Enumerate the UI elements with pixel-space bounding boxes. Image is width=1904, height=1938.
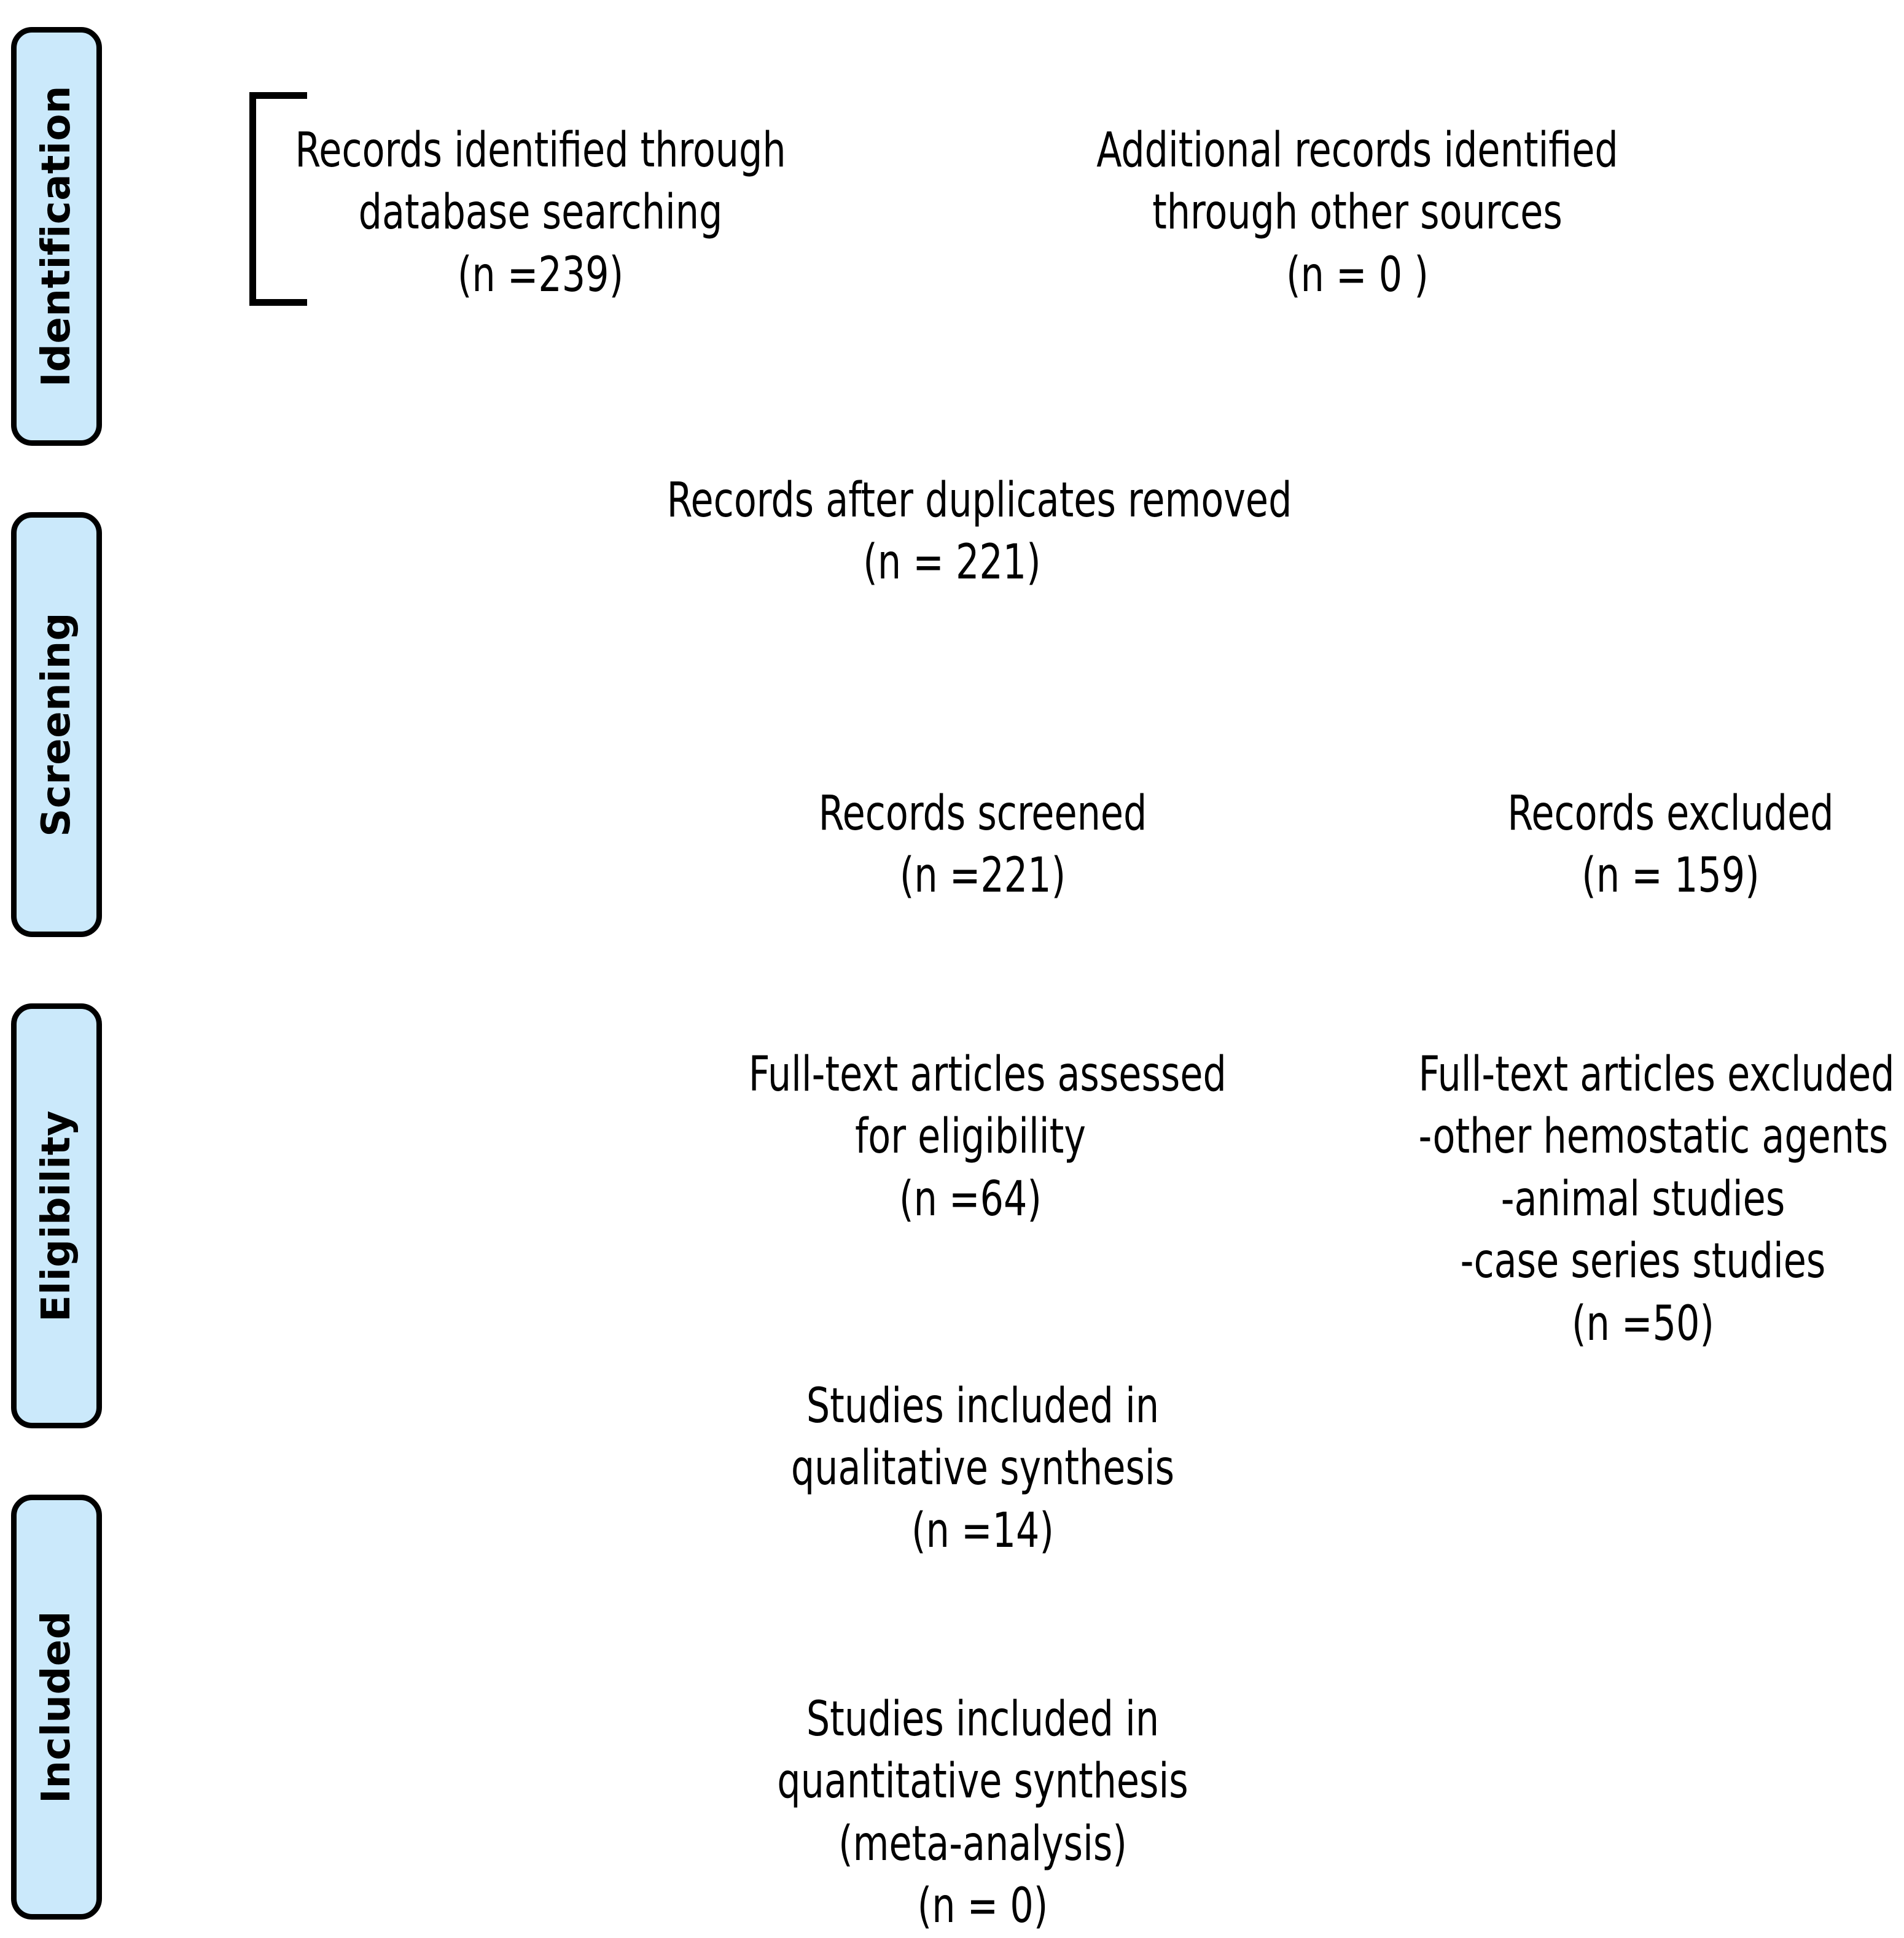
phase-label-screening: Screening [34, 612, 79, 837]
additional-records-count: (n = 0 ) [1286, 247, 1429, 303]
qualitative-synthesis-line-2: qualitative synthesis [790, 1441, 1175, 1496]
phase-box-eligibility: Eligibility [11, 1003, 102, 1428]
fulltext-articles-assessed-block: Full-text articles assessed for eligibil… [748, 1044, 1227, 1231]
fulltext-assessed-count: (n =64) [899, 1171, 1042, 1227]
additional-records-line-2: through other sources [1152, 185, 1563, 241]
fulltext-assessed-line-1: Full-text articles assessed [748, 1047, 1227, 1102]
additional-records-other-sources-block: Additional records identified through ot… [1088, 120, 1626, 306]
records-identified-database-block: Records identified through database sear… [276, 120, 805, 306]
studies-quantitative-synthesis-block: Studies included in quantitative synthes… [771, 1689, 1194, 1938]
phase-box-screening: Screening [11, 512, 102, 937]
phase-label-eligibility: Eligibility [34, 1110, 79, 1322]
additional-records-line-1: Additional records identified [1096, 123, 1618, 178]
qualitative-synthesis-count: (n =14) [911, 1503, 1054, 1559]
fulltext-excluded-reason-1: -other hemostatic agents [1418, 1109, 1889, 1165]
records-excluded-line-1: Records excluded [1507, 786, 1834, 841]
records-identified-database-count: (n =239) [457, 247, 624, 303]
records-screened-block: Records screened (n =221) [787, 783, 1178, 908]
studies-qualitative-synthesis-block: Studies included in qualitative synthesi… [782, 1376, 1184, 1562]
records-after-duplicates-removed-block: Records after duplicates removed (n = 22… [666, 470, 1292, 594]
quantitative-synthesis-line-1: Studies included in [806, 1692, 1160, 1747]
quantitative-synthesis-line-3: (meta-analysis) [838, 1816, 1127, 1872]
fulltext-assessed-line-2: for eligibility [855, 1109, 1086, 1165]
records-identified-database-line-1: Records identified through [295, 123, 786, 178]
records-identified-database-line-2: database searching [358, 185, 723, 241]
records-screened-line-1: Records screened [818, 786, 1147, 841]
fulltext-excluded-line-1: Full-text articles excluded [1418, 1047, 1895, 1102]
records-excluded-count: (n = 159) [1582, 848, 1760, 904]
fulltext-excluded-count: (n =50) [1572, 1296, 1714, 1352]
records-after-duplicates-count: (n = 221) [863, 535, 1041, 591]
quantitative-synthesis-count: (n = 0) [917, 1878, 1048, 1934]
fulltext-excluded-reason-3: -case series studies [1460, 1234, 1826, 1290]
fulltext-articles-excluded-block: Full-text articles excluded -other hemos… [1418, 1044, 1895, 1355]
records-screened-count: (n =221) [899, 848, 1066, 904]
identification-bracket-icon [249, 92, 307, 306]
fulltext-excluded-reason-2: -animal studies [1500, 1171, 1785, 1227]
phase-label-identification: Identification [34, 85, 79, 387]
quantitative-synthesis-line-2: quantitative synthesis [777, 1754, 1188, 1810]
phase-label-included: Included [34, 1611, 79, 1804]
phase-box-identification: Identification [11, 27, 102, 446]
records-excluded-block: Records excluded (n = 159) [1480, 783, 1860, 908]
records-after-duplicates-line-1: Records after duplicates removed [666, 473, 1292, 528]
qualitative-synthesis-line-1: Studies included in [806, 1379, 1160, 1434]
phase-box-included: Included [11, 1495, 102, 1920]
